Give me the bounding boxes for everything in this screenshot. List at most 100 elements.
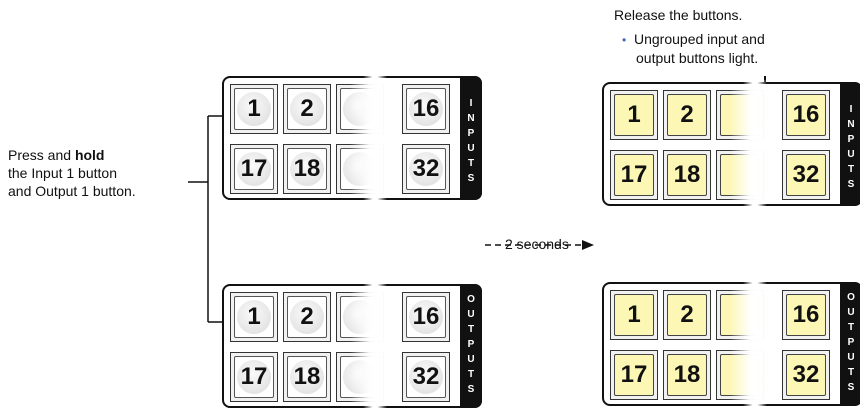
output-button-18[interactable]: 18 xyxy=(283,352,331,402)
output-button-1[interactable]: 1 xyxy=(230,292,278,342)
button-label: 1 xyxy=(247,303,261,330)
band-letter: I xyxy=(849,104,853,115)
outputs-row-1: 1 2 16 xyxy=(230,292,460,342)
band-letter: S xyxy=(467,173,475,184)
hold-emphasis: hold xyxy=(74,147,105,163)
button-label: 2 xyxy=(300,95,314,122)
band-letter: S xyxy=(467,384,475,395)
button-label: 17 xyxy=(620,161,648,188)
output-button-2[interactable]: 2 xyxy=(663,290,711,340)
button-label: 16 xyxy=(792,301,820,328)
input-button-17[interactable]: 17 xyxy=(230,144,278,194)
button-label: 18 xyxy=(673,161,701,188)
band-letter: T xyxy=(847,164,855,175)
band-letter: N xyxy=(847,119,855,130)
output-button-17[interactable]: 17 xyxy=(610,350,658,400)
output-button-17[interactable]: 17 xyxy=(230,352,278,402)
button-label: 2 xyxy=(680,101,694,128)
button-label: 32 xyxy=(412,155,440,182)
input-button-32[interactable]: 32 xyxy=(402,144,450,194)
omission-fade xyxy=(350,352,406,402)
omission-fade xyxy=(730,150,786,200)
inputs-panel-after: 1 2 16 17 18 32 I N P U T S xyxy=(602,80,860,208)
button-label: 16 xyxy=(412,303,440,330)
omission-fade xyxy=(350,144,406,194)
button-label: 18 xyxy=(293,155,321,182)
band-letter: O xyxy=(847,292,855,303)
omission-fade xyxy=(743,80,767,88)
output-button-2[interactable]: 2 xyxy=(283,292,331,342)
output-button-1[interactable]: 1 xyxy=(610,290,658,340)
omission-fade xyxy=(363,402,387,410)
button-label: 17 xyxy=(620,361,648,388)
output-button-16[interactable]: 16 xyxy=(402,292,450,342)
inputs-row-2: 17 18 32 xyxy=(610,150,840,200)
input-button-32[interactable]: 32 xyxy=(782,150,830,200)
band-letter: U xyxy=(467,309,475,320)
band-letter: I xyxy=(469,98,473,109)
band-letter: U xyxy=(847,307,855,318)
input-button-16[interactable]: 16 xyxy=(402,84,450,134)
input-button-1[interactable]: 1 xyxy=(230,84,278,134)
button-label: 32 xyxy=(792,161,820,188)
note-line-1: Ungrouped input and xyxy=(633,31,765,47)
button-label: 17 xyxy=(240,363,268,390)
outputs-panel-after: 1 2 16 17 18 32 O U T P U T S xyxy=(602,280,860,408)
ungrouped-note: • Ungrouped input and output buttons lig… xyxy=(622,30,765,67)
input-button-2[interactable]: 2 xyxy=(283,84,331,134)
outputs-row-2: 17 18 32 xyxy=(610,350,840,400)
omission-fade xyxy=(350,292,406,342)
bullet-icon: • xyxy=(622,33,627,47)
button-label: 1 xyxy=(247,95,261,122)
omission-fade xyxy=(363,282,387,290)
band-letter: P xyxy=(467,339,475,350)
band-letter: T xyxy=(467,158,475,169)
inputs-row-1: 1 2 16 xyxy=(230,84,460,134)
input-button-2[interactable]: 2 xyxy=(663,90,711,140)
button-label: 2 xyxy=(300,303,314,330)
button-label: 16 xyxy=(792,101,820,128)
input-button-17[interactable]: 17 xyxy=(610,150,658,200)
input-button-16[interactable]: 16 xyxy=(782,90,830,140)
outputs-label-band: O U T P U T S xyxy=(840,282,860,406)
band-letter: U xyxy=(847,149,855,160)
button-label: 1 xyxy=(627,301,641,328)
band-letter: P xyxy=(467,128,475,139)
inputs-label-band: I N P U T S xyxy=(840,82,860,206)
band-letter: N xyxy=(467,113,475,124)
band-letter: S xyxy=(847,179,855,190)
omission-fade xyxy=(363,74,387,82)
band-letter: T xyxy=(847,367,855,378)
output-button-32[interactable]: 32 xyxy=(402,352,450,402)
band-letter: O xyxy=(467,294,475,305)
band-letter: T xyxy=(847,322,855,333)
omission-fade xyxy=(363,194,387,202)
button-label: 2 xyxy=(680,301,694,328)
output-button-16[interactable]: 16 xyxy=(782,290,830,340)
band-letter: T xyxy=(467,369,475,380)
inputs-row-2: 17 18 32 xyxy=(230,144,460,194)
note-line-2: output buttons light. xyxy=(636,50,759,66)
inputs-panel-before: 1 2 16 17 18 32 I N P U T S xyxy=(222,74,482,202)
omission-fade xyxy=(730,290,786,340)
output-button-32[interactable]: 32 xyxy=(782,350,830,400)
button-label: 1 xyxy=(627,101,641,128)
outputs-panel-before: 1 2 16 17 18 32 O U T P U T S xyxy=(222,282,482,410)
release-instruction: Release the buttons. xyxy=(614,7,743,23)
outputs-label-band: O U T P U T S xyxy=(460,284,482,408)
inputs-label-band: I N P U T S xyxy=(460,76,482,200)
omission-fade xyxy=(743,400,767,408)
input-button-18[interactable]: 18 xyxy=(283,144,331,194)
press-and-hold-instruction: Press and hold the Input 1 button and Ou… xyxy=(8,146,136,200)
input-button-1[interactable]: 1 xyxy=(610,90,658,140)
input-button-18[interactable]: 18 xyxy=(663,150,711,200)
omission-fade xyxy=(730,350,786,400)
button-label: 18 xyxy=(673,361,701,388)
press-line-2: the Input 1 button xyxy=(8,165,117,181)
button-label: 32 xyxy=(792,361,820,388)
outputs-row-2: 17 18 32 xyxy=(230,352,460,402)
band-letter: P xyxy=(847,134,855,145)
output-button-18[interactable]: 18 xyxy=(663,350,711,400)
button-label: 18 xyxy=(293,363,321,390)
band-letter: U xyxy=(467,143,475,154)
